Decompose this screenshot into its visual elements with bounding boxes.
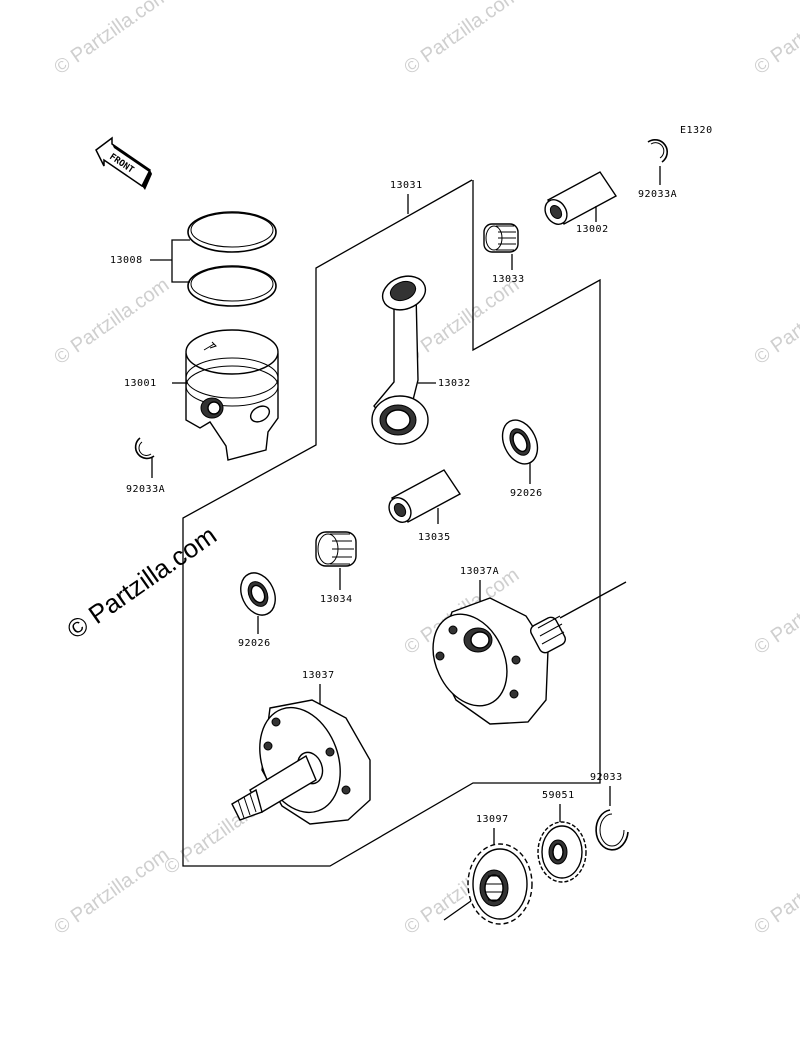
part-label-92033a-top: 92033A xyxy=(638,189,677,200)
part-label-13001: 13001 xyxy=(124,378,157,389)
gear-13097-icon xyxy=(443,843,533,925)
part-label-13002: 13002 xyxy=(576,224,609,235)
watermark: © Partzilla.com xyxy=(50,844,173,939)
part-label-13031: 13031 xyxy=(390,180,423,191)
snap-ring-icon xyxy=(134,437,155,460)
part-label-92033a-left: 92033A xyxy=(126,484,165,495)
piston-pin-icon xyxy=(544,171,618,225)
watermark: © Partzilla.com xyxy=(50,0,173,79)
thrust-washer-icon xyxy=(501,419,539,465)
part-label-13097: 13097 xyxy=(476,814,509,825)
thrust-washer-icon xyxy=(240,572,276,616)
needle-bearing-big-end-icon xyxy=(315,531,357,567)
watermark-main: © Partzilla.com xyxy=(61,520,222,645)
watermark: © Partzilla.com xyxy=(750,274,800,369)
connecting-rod-icon xyxy=(371,275,429,445)
needle-bearing-small-end-icon xyxy=(483,223,519,253)
watermark: © Partzilla.com xyxy=(750,564,800,659)
front-arrow-icon: FRONT xyxy=(95,136,152,190)
part-label-13037: 13037 xyxy=(302,670,335,681)
part-label-13033: 13033 xyxy=(492,274,525,285)
watermark: © Partzilla.com xyxy=(400,0,523,79)
crankshaft-right-half-icon xyxy=(432,581,627,725)
crankshaft-left-half-icon xyxy=(231,699,371,825)
part-label-92026-right: 92026 xyxy=(510,488,543,499)
part-label-13032: 13032 xyxy=(438,378,471,389)
watermark: © Partzilla.com xyxy=(750,844,800,939)
gear-59051-icon xyxy=(537,821,587,883)
crank-pin-icon xyxy=(388,469,462,523)
snap-ring-icon xyxy=(595,809,629,851)
part-label-13037a: 13037A xyxy=(460,566,499,577)
part-label-13035: 13035 xyxy=(418,532,451,543)
assembly-outline xyxy=(182,179,601,867)
part-label-59051: 59051 xyxy=(542,790,575,801)
part-label-92033: 92033 xyxy=(590,772,623,783)
leader-13008-bracket xyxy=(171,239,190,283)
part-label-92026-left: 92026 xyxy=(238,638,271,649)
reference-code: E1320 xyxy=(680,125,713,136)
watermark: © Partzilla.com xyxy=(750,0,800,79)
piston-icon xyxy=(185,329,279,461)
snap-ring-icon xyxy=(647,139,668,163)
part-label-13008: 13008 xyxy=(110,255,143,266)
watermark: © Partzilla.com xyxy=(50,274,173,369)
watermarks: © Partzilla.com © Partzilla.com © Partzi… xyxy=(50,0,800,939)
part-label-13034: 13034 xyxy=(320,594,353,605)
piston-rings-icon xyxy=(187,211,277,307)
